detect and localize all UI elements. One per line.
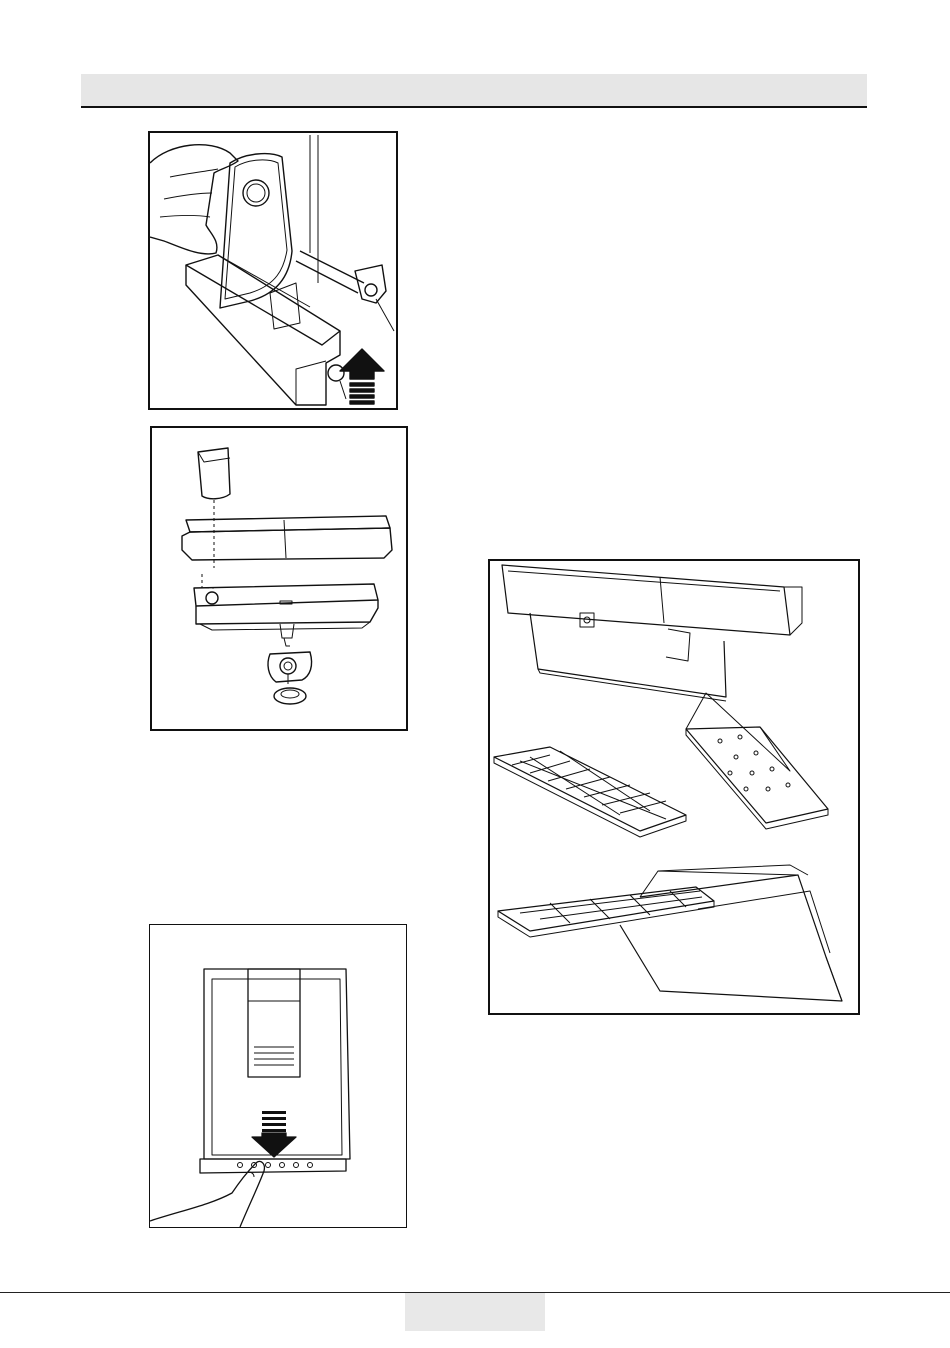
figure-remove-water-tank	[148, 131, 398, 410]
page-number-tab	[405, 1293, 545, 1331]
figure-tank-filter-assembly	[488, 559, 860, 1015]
section-header-bar	[81, 74, 867, 108]
figure-dispenser-drip-tray	[149, 924, 407, 1228]
figure-tank-exploded-view	[150, 426, 408, 731]
